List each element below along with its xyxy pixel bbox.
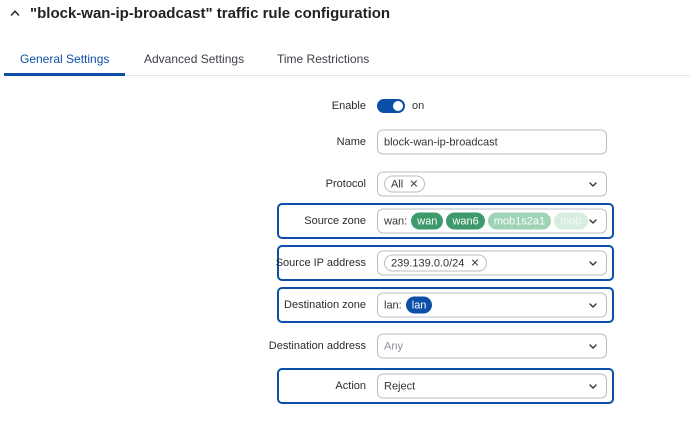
- zone-chip-mob: mob: [554, 212, 588, 230]
- destination-zone-select[interactable]: lan: lan: [377, 292, 607, 318]
- name-input[interactable]: block-wan-ip-broadcast: [377, 129, 607, 155]
- destination-zone-label: Destination zone: [284, 299, 366, 311]
- destination-zone-prefix: lan:: [384, 299, 402, 311]
- toggle-knob: [393, 101, 403, 111]
- destination-address-select[interactable]: Any: [377, 333, 607, 359]
- source-ip-row: Source IP address 239.139.0.0/24 ✕: [275, 245, 614, 281]
- source-ip-label: Source IP address: [275, 257, 366, 269]
- chevron-down-icon[interactable]: [588, 341, 598, 351]
- protocol-row: Protocol All ✕: [277, 166, 614, 202]
- protocol-select[interactable]: All ✕: [377, 171, 607, 197]
- zone-chip-wan: wan: [411, 212, 444, 230]
- tab-time-restrictions[interactable]: Time Restrictions: [277, 52, 370, 66]
- close-icon[interactable]: ✕: [470, 257, 480, 270]
- active-tab-indicator: [4, 73, 125, 76]
- source-zone-prefix: wan:: [384, 215, 408, 227]
- zone-chip-mob1s2a1: mob1s2a1: [487, 212, 552, 230]
- tab-bar: General Settings Advanced Settings Time …: [4, 44, 690, 76]
- source-ip-select[interactable]: 239.139.0.0/24 ✕: [377, 250, 607, 276]
- chevron-down-icon[interactable]: [588, 179, 598, 189]
- chevron-down-icon[interactable]: [588, 381, 598, 391]
- source-ip-chip-label: 239.139.0.0/24: [391, 257, 465, 269]
- source-zone-row: Source zone wan: wan wan6 mob1s2a1 mob: [277, 203, 614, 239]
- action-label: Action: [335, 380, 366, 392]
- action-row: Action Reject: [277, 368, 614, 404]
- page-title: "block-wan-ip-broadcast" traffic rule co…: [30, 4, 391, 22]
- enable-toggle[interactable]: [377, 99, 405, 113]
- enable-state-text: on: [412, 100, 425, 112]
- tab-general-settings[interactable]: General Settings: [20, 52, 110, 66]
- protocol-chip: All ✕: [384, 175, 426, 193]
- destination-zone-row: Destination zone lan: lan: [277, 287, 614, 323]
- zone-chip-wan6: wan6: [446, 212, 485, 230]
- source-zone-select[interactable]: wan: wan wan6 mob1s2a1 mob: [377, 208, 607, 234]
- action-value: Reject: [384, 380, 416, 392]
- tab-advanced-settings[interactable]: Advanced Settings: [144, 52, 245, 66]
- protocol-label: Protocol: [325, 178, 366, 190]
- enable-label: Enable: [331, 100, 366, 112]
- enable-row: Enable on: [277, 88, 614, 124]
- chevron-down-icon[interactable]: [588, 216, 598, 226]
- chevron-up-icon[interactable]: [8, 6, 22, 20]
- source-ip-chip: 239.139.0.0/24 ✕: [384, 254, 487, 272]
- action-select[interactable]: Reject: [377, 373, 607, 399]
- destination-address-label: Destination address: [268, 340, 366, 352]
- enable-toggle-group: on: [377, 99, 424, 113]
- destination-address-placeholder: Any: [384, 340, 403, 352]
- close-icon[interactable]: ✕: [409, 178, 419, 191]
- chevron-down-icon[interactable]: [588, 258, 598, 268]
- name-value: block-wan-ip-broadcast: [384, 136, 498, 148]
- page-header: "block-wan-ip-broadcast" traffic rule co…: [8, 0, 390, 26]
- name-row: Name block-wan-ip-broadcast: [277, 124, 614, 160]
- chevron-down-icon[interactable]: [588, 300, 598, 310]
- protocol-chip-label: All: [391, 178, 404, 190]
- name-label: Name: [336, 136, 366, 148]
- zone-chip-lan: lan: [405, 296, 433, 314]
- source-zone-label: Source zone: [304, 215, 366, 227]
- destination-address-row: Destination address Any: [269, 328, 614, 364]
